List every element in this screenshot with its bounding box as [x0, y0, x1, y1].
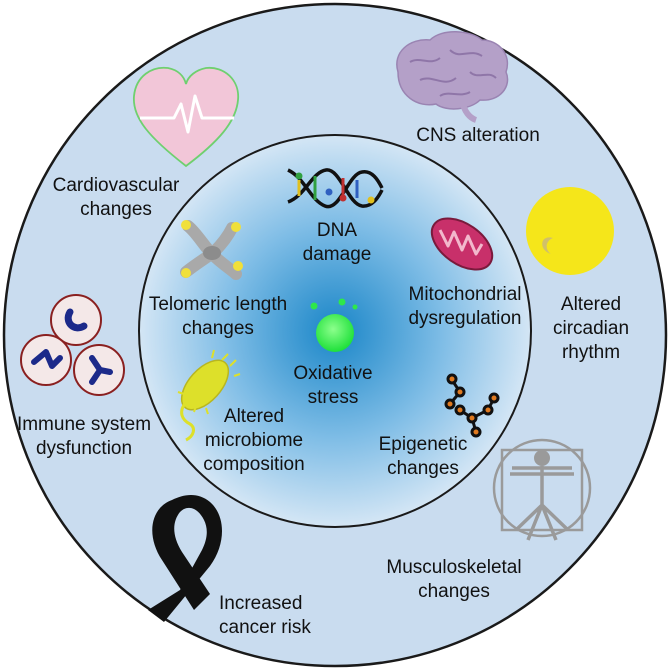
- label-line: composition: [203, 454, 305, 475]
- label-oxidative-stress: Oxidative stress: [293, 362, 372, 410]
- label-dna-damage: DNA damage: [303, 219, 372, 267]
- mitochondrion-icon: [430, 217, 494, 271]
- label-line: dysfunction: [35, 438, 133, 459]
- label-mitochondrial-dysregulation: Mitochondrial dysregulation: [408, 283, 521, 331]
- label-line: Mitochondrial: [408, 284, 522, 305]
- label-line: Telomeric length: [148, 294, 288, 315]
- immune-cells-icon: [20, 294, 125, 396]
- vitruvian-man-icon: [492, 438, 592, 541]
- label-cardiovascular-changes: Cardiovascular changes: [53, 174, 180, 222]
- oxidative-bubble-icon: [310, 298, 358, 352]
- label-line: circadian: [552, 318, 630, 339]
- brain-icon: [396, 31, 509, 123]
- label-cns-alteration: CNS alteration: [416, 124, 540, 148]
- label-line: rhythm: [561, 342, 621, 363]
- label-musculoskeletal-changes: Musculoskeletal changes: [386, 556, 521, 604]
- label-increased-cancer-risk: Increased cancer risk: [219, 592, 311, 640]
- label-epigenetic-changes: Epigenetic changes: [379, 433, 468, 481]
- label-altered-circadian-rhythm: Altered circadian rhythm: [553, 293, 629, 365]
- heart-icon: [133, 66, 239, 168]
- label-line: dysregulation: [408, 308, 522, 329]
- label-line: changes: [387, 458, 459, 479]
- label-line: Musculoskeletal: [386, 557, 522, 578]
- label-line: stress: [307, 387, 359, 408]
- label-telomeric-length-changes: Telomeric length changes: [149, 293, 287, 341]
- epigenetic-molecule-icon: [444, 373, 500, 438]
- dna-helix-icon: [287, 168, 384, 209]
- label-line: Altered: [560, 294, 622, 315]
- label-line: Cardiovascular: [52, 175, 180, 196]
- label-immune-system-dysfunction: Immune system dysfunction: [17, 413, 151, 461]
- label-altered-microbiome-composition: Altered microbiome composition: [203, 405, 304, 477]
- label-line: Increased: [219, 593, 303, 614]
- moon-icon: [526, 187, 614, 275]
- chromosome-icon: [180, 220, 243, 280]
- label-line: Immune system: [16, 414, 152, 435]
- label-line: changes: [418, 581, 490, 602]
- label-line: microbiome: [204, 430, 304, 451]
- label-line: changes: [80, 199, 152, 220]
- bacterium-icon: [177, 349, 241, 442]
- label-line: DNA: [316, 220, 358, 241]
- label-line: changes: [182, 318, 254, 339]
- label-line: Oxidative: [293, 363, 373, 384]
- label-line: damage: [302, 244, 372, 265]
- label-line: Epigenetic: [378, 434, 468, 455]
- label-line: cancer risk: [219, 617, 311, 638]
- label-line: Altered: [223, 406, 285, 427]
- awareness-ribbon-icon: [148, 495, 222, 622]
- label-line: CNS alteration: [416, 125, 540, 146]
